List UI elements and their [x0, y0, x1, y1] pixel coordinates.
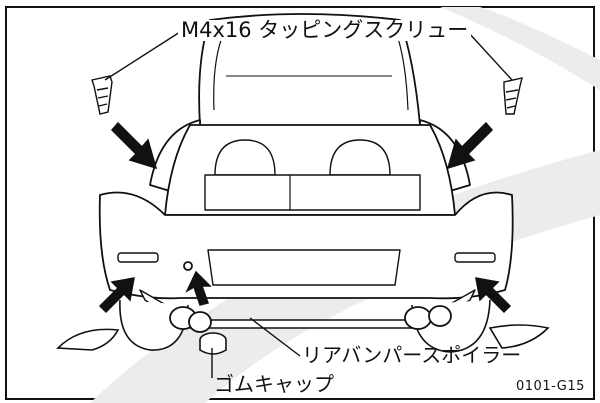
car-rear-illustration — [98, 13, 514, 353]
arrow-icon-lower-right — [475, 277, 512, 314]
screw-callout-label: M4x16 タッピングスクリュー — [178, 20, 472, 41]
background-swoosh-upper — [440, 7, 600, 90]
arrow-icon-upper-left — [110, 121, 158, 170]
spoiler-callout-label: リアバンパースポイラー — [302, 343, 522, 367]
arrow-icon-lower-left — [98, 277, 135, 314]
left-garnish-part — [56, 328, 120, 351]
removed-parts — [56, 324, 550, 355]
arrow-icon-upper-right — [446, 121, 494, 170]
cap-callout-label: ゴムキャップ — [214, 372, 334, 396]
direction-arrows — [98, 121, 512, 314]
right-garnish-part — [488, 324, 550, 349]
screw-icon — [91, 75, 523, 115]
arrow-icon-lower-center — [185, 270, 212, 306]
figure-code: 0101-G15 — [516, 379, 585, 394]
leader-lines — [104, 31, 513, 378]
